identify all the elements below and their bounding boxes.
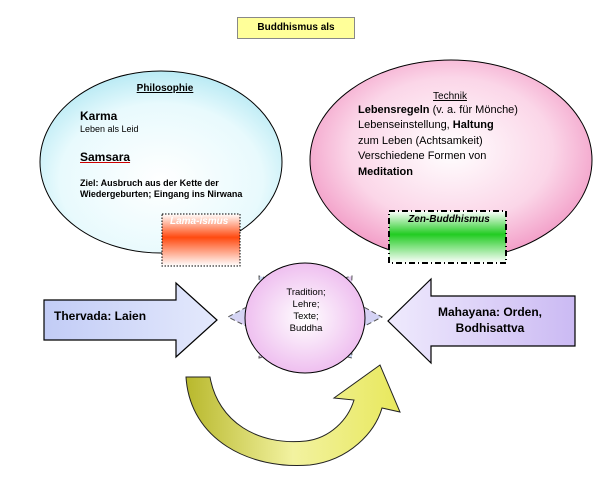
karma-subtext: Leben als Leid [80, 124, 139, 134]
lebensregeln-text: Lebensregeln [358, 104, 430, 116]
lebensregeln-rest: (v. a. für Mönche) [429, 104, 518, 116]
mahayana-line1: Mahayana: Orden, [437, 305, 543, 319]
lebenseinstellung-text: Lebenseinstellung, [358, 119, 453, 132]
center-line-buddha: Buddha [289, 322, 323, 334]
lamaismus-label: Lama-ismus [170, 216, 229, 227]
philosophy-ellipse [39, 70, 283, 254]
zen-buddhismus-label: Zen-Buddhismus [408, 214, 490, 225]
mahayana-line2: Bodhisattva [455, 320, 525, 335]
technique-heading: Technik [433, 91, 467, 102]
right-arrow-shape [387, 277, 576, 365]
technique-body: Lebensregeln (v. a. für Mönche) Lebensei… [358, 103, 553, 180]
karma-label: Karma [80, 109, 118, 123]
center-text: Tradition; Lehre; Texte; Buddha [262, 287, 350, 335]
formen-text: Verschiedene Formen von [358, 150, 487, 163]
zen-buddhismus-box [388, 210, 507, 264]
curved-arrow [185, 364, 401, 467]
center-circle [244, 262, 366, 374]
meditation-text: Meditation [358, 165, 413, 178]
haltung-text: Haltung [452, 119, 494, 132]
achtsamkeit-text: zum Leben (Achtsamkeit) [358, 134, 483, 147]
diagram-title: Buddhismus als [237, 17, 355, 39]
lamaismus-box [161, 213, 241, 267]
left-arrow-shape [43, 281, 218, 359]
center-line-tradition: Tradition; [286, 287, 326, 298]
samsara-label: Samsara [80, 150, 131, 164]
center-line-texte: Texte; [293, 310, 319, 322]
mahayana-label: Mahayana: Orden, Bodhisattva [410, 305, 570, 336]
ziel-text: Ziel: Ausbruch aus der Kette der Wiederg… [80, 178, 243, 199]
center-line-lehre: Lehre; [292, 298, 320, 310]
thervada-label: Thervada: Laien [54, 309, 147, 323]
philosophy-heading: Philosophie [136, 83, 194, 94]
